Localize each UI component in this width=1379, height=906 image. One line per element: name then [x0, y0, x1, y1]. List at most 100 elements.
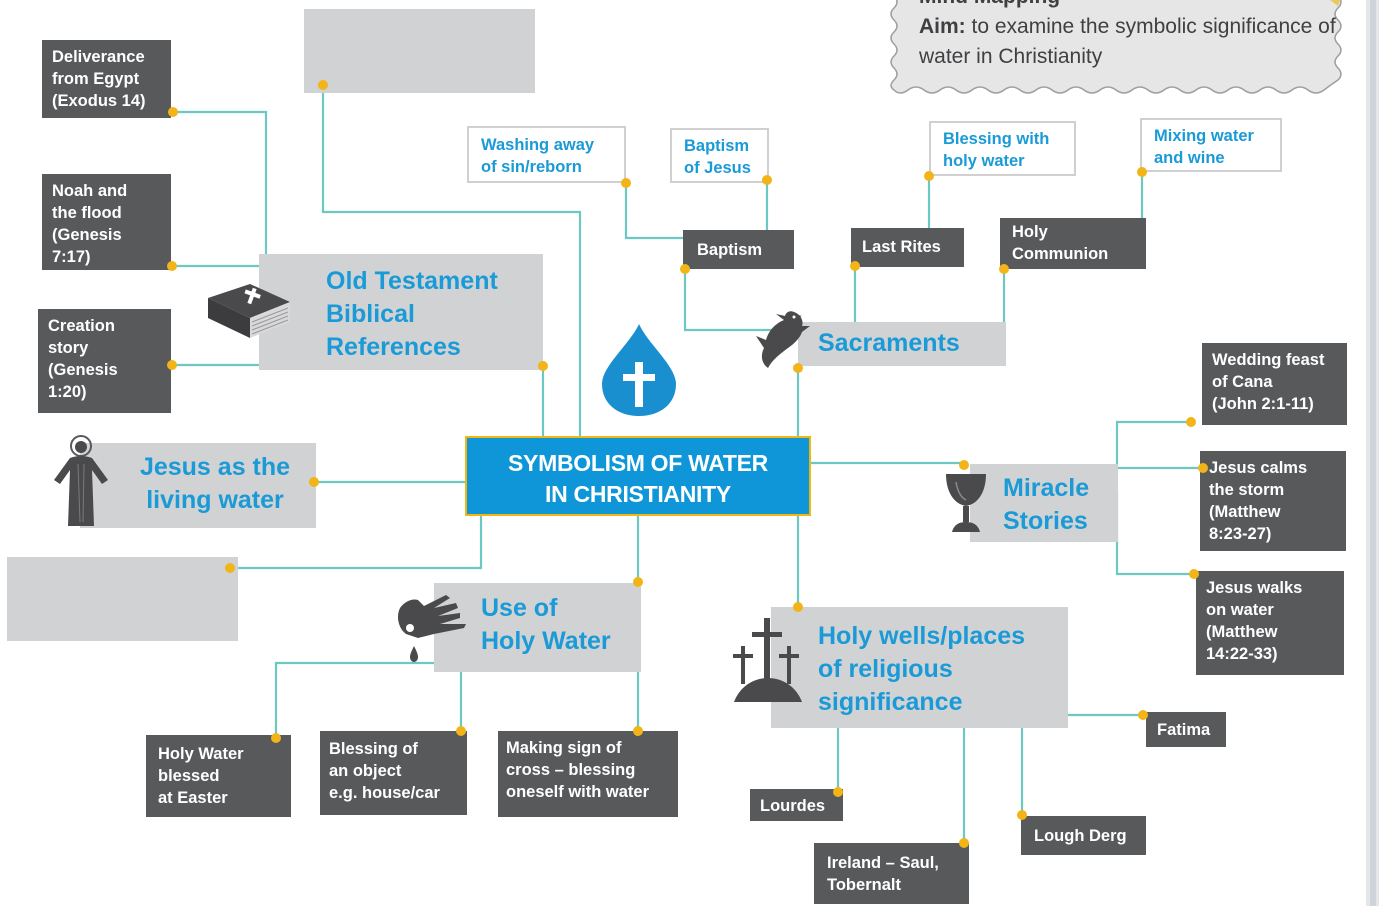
lourdes-label: Lourdes	[760, 797, 826, 815]
fatima-label: Fatima	[1157, 721, 1211, 739]
sacraments-line1: Sacraments	[818, 329, 960, 357]
connector-dot	[924, 171, 934, 181]
connector-dot	[633, 577, 643, 587]
connector-dot	[999, 264, 1009, 274]
jesus-living-water-topic-box	[80, 443, 316, 528]
blessing-object-box: Blessing of an object e.g. house/car	[320, 731, 467, 815]
holy-communion-box: Holy Communion	[1000, 218, 1146, 269]
mixing-line1: Mixing water	[1154, 127, 1254, 145]
holy-water-line1: Use of	[481, 594, 558, 622]
connector-dot	[762, 175, 772, 185]
connector-dot	[959, 460, 969, 470]
ireland-line1: Ireland – Saul,	[827, 854, 939, 872]
last-rites-label: Last Rites	[862, 238, 941, 256]
object-line2: an object	[329, 762, 402, 780]
ireland-saul-box: Ireland – Saul, Tobernalt	[814, 843, 969, 904]
water-drop-cross-icon	[602, 324, 676, 416]
creation-line3: (Genesis	[48, 361, 118, 379]
walks-line1: Jesus walks	[1206, 579, 1303, 597]
dove-icon	[756, 311, 810, 368]
sign-of-cross-box: Making sign of cross – blessing oneself …	[498, 731, 678, 817]
hand-water-icon	[398, 595, 466, 662]
connector-dot	[959, 838, 969, 848]
holy-wells-title: Holy wells/places of religious significa…	[818, 620, 1025, 719]
sacraments-topic-box	[798, 322, 1006, 366]
object-line3: e.g. house/car	[329, 784, 440, 802]
calms-line4: 8:23-27)	[1209, 525, 1272, 543]
baptism-of-jesus-box: Baptism of Jesus	[670, 128, 769, 183]
cana-line1: Wedding feast	[1212, 351, 1325, 369]
blessing-holy-line1: Blessing with	[943, 130, 1050, 148]
cross-line1: Making sign of	[506, 739, 622, 757]
old-testament-line2: Biblical	[326, 300, 415, 328]
jesus-living-water-title: Jesus as the living water	[130, 451, 300, 517]
use-holy-water-topic-box	[434, 583, 641, 672]
cana-line2: of Cana	[1212, 373, 1273, 391]
connector-dot	[167, 360, 177, 370]
connector-dot	[1017, 810, 1027, 820]
calms-line2: the storm	[1209, 481, 1285, 499]
connector-dot	[167, 261, 177, 271]
connector-dot	[1198, 463, 1208, 473]
connector-dot	[680, 264, 690, 274]
noah-line4: 7:17)	[52, 248, 91, 266]
washing-away-sin-box: Washing away of sin/reborn	[467, 126, 626, 183]
holy-water-line2: Holy Water	[481, 627, 611, 655]
connector-dot	[1138, 710, 1148, 720]
jesus-figure-icon	[54, 435, 108, 526]
calms-line3: (Matthew	[1209, 503, 1281, 521]
connector-dot	[1137, 167, 1147, 177]
calms-line1: Jesus calms	[1209, 459, 1308, 477]
page-edge-strip	[1370, 0, 1376, 906]
object-line1: Blessing of	[329, 740, 418, 758]
connector-dot	[318, 80, 328, 90]
deliverance-line3: (Exodus 14)	[52, 92, 146, 110]
center-line2: IN CHRISTIANITY	[545, 481, 731, 507]
noah-line2: the flood	[52, 204, 122, 222]
connector-dot	[1189, 569, 1199, 579]
cross-line3: oneself with water	[506, 783, 650, 801]
cana-line3: (John 2:1-11)	[1212, 395, 1314, 413]
creation-line1: Creation	[48, 317, 115, 335]
creation-line2: story	[48, 339, 89, 357]
fatima-box: Fatima	[1146, 712, 1226, 747]
jesus-calms-storm-box: Jesus calms the storm (Matthew 8:23-27)	[1200, 451, 1346, 551]
blessing-holy-line2: holy water	[943, 152, 1025, 170]
baptism-jesus-line1: Baptism	[684, 137, 750, 155]
old-testament-line3: References	[326, 333, 461, 361]
mixing-water-wine-box: Mixing water and wine	[1140, 118, 1282, 172]
connector-dot	[1186, 417, 1196, 427]
miracle-line2: Stories	[1003, 507, 1088, 535]
jesus-walks-water-box: Jesus walks on water (Matthew 14:22-33)	[1196, 571, 1344, 675]
deliverance-line1: Deliverance	[52, 48, 145, 66]
holy-wells-line3: significance	[818, 688, 963, 716]
old-testament-topic-box	[259, 254, 543, 370]
use-holy-water-title: Use of Holy Water	[481, 592, 611, 658]
holy-wells-topic-box	[771, 607, 1068, 728]
connector-dot	[621, 178, 631, 188]
connector-dot	[168, 107, 178, 117]
blessing-holy-water-box: Blessing with holy water	[929, 121, 1076, 176]
miracle-line1: Miracle	[1003, 474, 1090, 502]
ireland-line2: Tobernalt	[827, 876, 901, 894]
connector-dot	[271, 733, 281, 743]
wedding-cana-box: Wedding feast of Cana (John 2:1-11)	[1202, 343, 1347, 425]
walks-line3: (Matthew	[1206, 623, 1278, 641]
holy-wells-line2: of religious	[818, 655, 953, 683]
easter-line3: at Easter	[158, 789, 228, 807]
connector-dot	[633, 726, 643, 736]
connector-dot	[225, 563, 235, 573]
baptism-jesus-line2: of Jesus	[684, 159, 751, 177]
walks-line2: on water	[1206, 601, 1274, 619]
connector-dot	[793, 363, 803, 373]
connector-dot	[833, 787, 843, 797]
easter-line1: Holy Water	[158, 745, 244, 763]
connector-dot	[309, 477, 319, 487]
mixing-line2: and wine	[1154, 149, 1225, 167]
connector-dot	[850, 261, 860, 271]
lough-derg-box: Lough Derg	[1021, 816, 1146, 855]
aim-heading: Mind Mapping	[919, 0, 1060, 8]
empty-box-left	[7, 557, 238, 641]
bible-icon	[208, 284, 290, 338]
